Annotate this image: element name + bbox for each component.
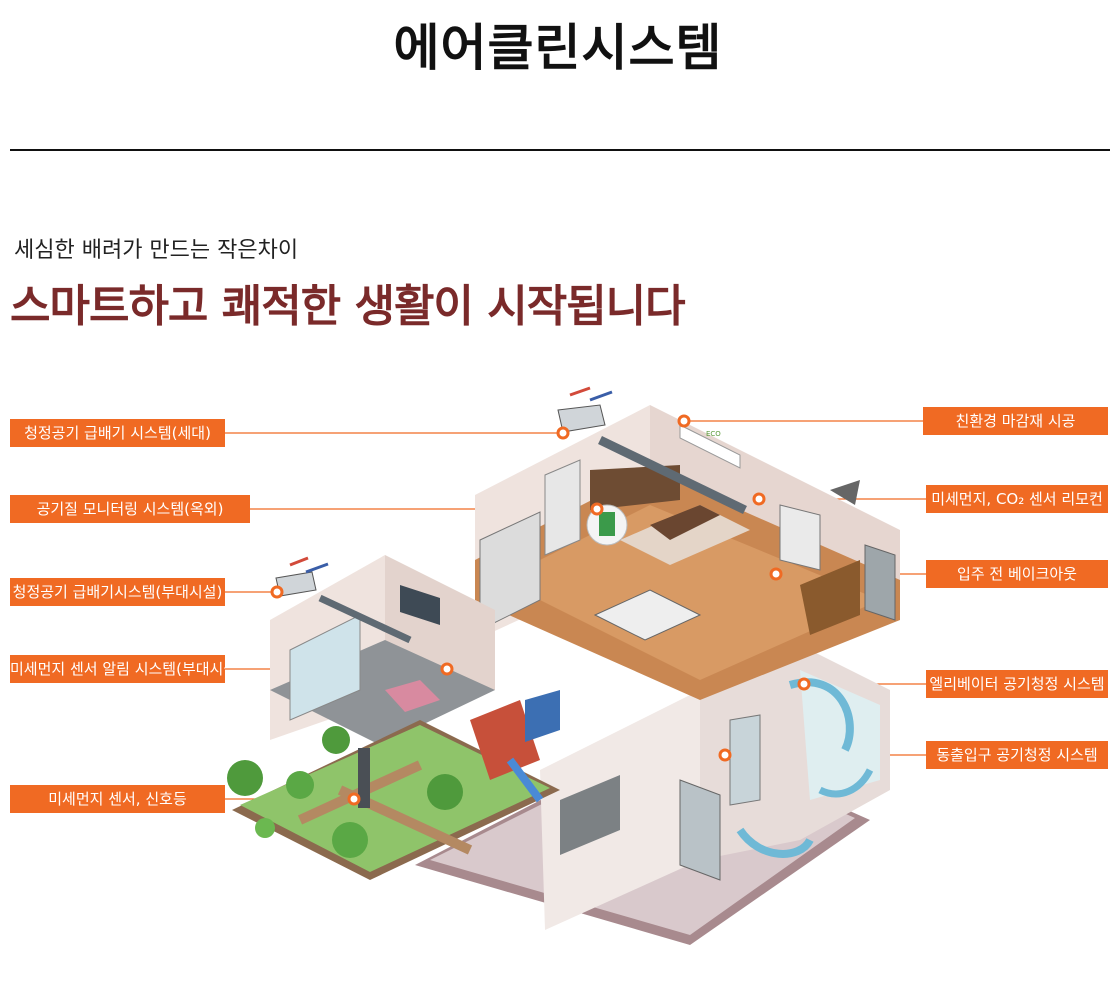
callout-bake-out: 입주 전 베이크아웃 [926,560,1108,588]
callout-elevator-air: 엘리베이터 공기청정 시스템 [926,670,1108,698]
sensor-points [270,414,811,806]
subtitle: 세심한 배려가 만드는 작은차이 [14,238,299,263]
callout-co2-sensor-remote: 미세먼지, CO₂ 센서 리모컨 [926,485,1108,513]
callout-supply-exhaust-facility: 청정공기 급배기시스템(부대시설) [10,578,225,606]
callout-supply-exhaust-unit: 청정공기 급배기 시스템(세대) [10,419,225,447]
callout-dust-sensor-alert: 미세먼지 센서 알림 시스템(부대시설) [10,655,225,683]
lobby-area [540,645,890,930]
callout-air-quality-monitoring: 공기질 모니터링 시스템(옥외) [10,495,250,523]
page-title: 에어클린시스템 [393,19,723,77]
headline: 스마트하고 쾌적한 생활이 시작됩니다 [10,281,686,332]
callout-entrance-air: 동출입구 공기청정 시스템 [926,741,1108,769]
eco-tag-text: ECO [706,430,721,438]
fitness-facility [270,555,495,745]
residence-unit: ECO [475,386,900,700]
park-area [227,690,560,880]
callout-eco-materials: 친환경 마감재 시공 [923,407,1108,435]
title-divider [10,149,1110,151]
callout-dust-sensor-signal: 미세먼지 센서, 신호등 [10,785,225,813]
